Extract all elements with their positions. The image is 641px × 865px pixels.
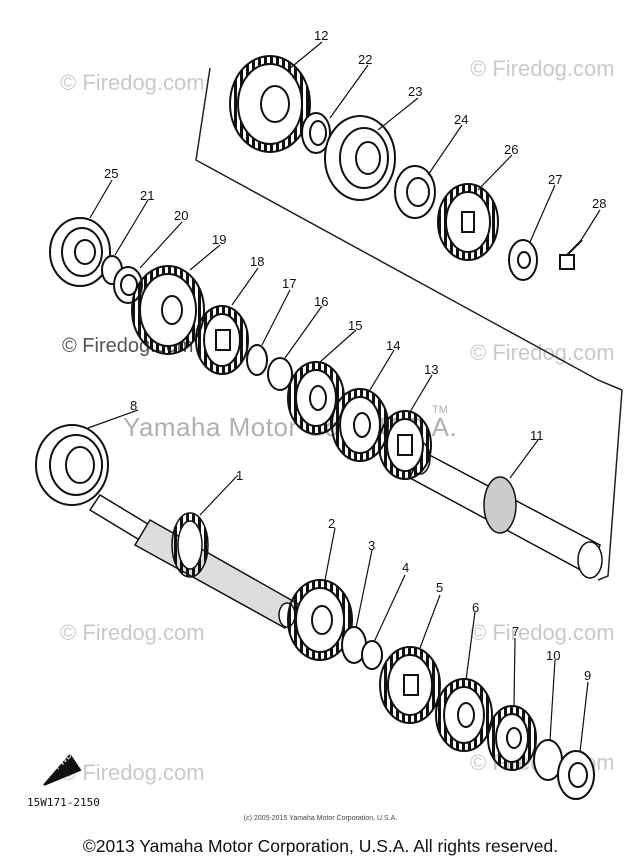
gear-part-6	[435, 678, 493, 752]
callout-21: 21	[140, 188, 154, 203]
watermark: © Firedog.com	[60, 760, 205, 785]
watermark: © Firedog.com	[470, 340, 615, 365]
callout-13: 13	[424, 362, 438, 377]
sprocket-part-26	[437, 183, 499, 261]
callout-6: 6	[472, 600, 479, 615]
callout-14: 14	[386, 338, 400, 353]
gear-part-7	[487, 705, 537, 771]
callout-3: 3	[368, 538, 375, 553]
lock-washer-part-27	[508, 239, 538, 281]
main-copyright: ©2013 Yamaha Motor Corporation, U.S.A. A…	[82, 836, 559, 856]
callout-10: 10	[546, 648, 560, 663]
watermark: © Firedog.com	[60, 70, 205, 95]
watermark: © Firedog.com	[470, 56, 615, 81]
gear-part-13	[378, 410, 432, 480]
callout-2: 2	[328, 516, 335, 531]
callout-15: 15	[348, 318, 362, 333]
bearing-part-25	[49, 217, 111, 287]
callout-4: 4	[402, 560, 409, 575]
washer-part-22	[301, 112, 331, 154]
callout-11: 11	[530, 428, 544, 443]
trademark-mark: TM	[432, 404, 448, 416]
assembly-frame	[195, 67, 623, 581]
gear-part-2	[287, 579, 353, 661]
callout-25: 25	[104, 166, 118, 181]
seal-part-24	[394, 165, 436, 219]
circlip-part-16	[267, 357, 293, 391]
diagram-part-code: 15W171-2150	[27, 796, 100, 809]
washer-part-17	[246, 344, 268, 376]
callout-20: 20	[174, 208, 188, 223]
callout-18: 18	[250, 254, 264, 269]
callout-16: 16	[314, 294, 328, 309]
callout-8: 8	[130, 398, 137, 413]
circlip-part-4	[361, 640, 383, 670]
gear-part-19	[131, 265, 205, 355]
watermark: © Firedog.com	[60, 620, 205, 645]
main-axle-part-1	[88, 493, 302, 629]
callout-26: 26	[504, 142, 518, 157]
callout-1: 1	[236, 468, 243, 483]
callout-17: 17	[282, 276, 296, 291]
small-copyright: (c) 2005-2015 Yamaha Motor Corporation, …	[243, 815, 398, 822]
bearing-part-23	[324, 115, 396, 201]
watermark: © Firedog.com	[470, 620, 615, 645]
callout-24: 24	[454, 112, 468, 127]
callout-19: 19	[212, 232, 226, 247]
callout-7: 7	[512, 624, 519, 639]
gear-part-15	[287, 361, 345, 435]
callout-9: 9	[584, 668, 591, 683]
callout-12: 12	[314, 28, 328, 43]
gear-part-12	[229, 55, 311, 153]
callout-27: 27	[548, 172, 562, 187]
gear-part-18	[195, 305, 249, 375]
gear-part-5	[379, 646, 441, 724]
fwd-arrow-icon	[43, 753, 82, 786]
callout-28: 28	[592, 196, 606, 211]
callout-23: 23	[408, 84, 422, 99]
callout-22: 22	[358, 52, 372, 67]
bearing-part-9	[557, 750, 595, 800]
bearing-part-8	[35, 424, 109, 506]
drive-axle-part-11	[409, 441, 603, 579]
callout-5: 5	[436, 580, 443, 595]
